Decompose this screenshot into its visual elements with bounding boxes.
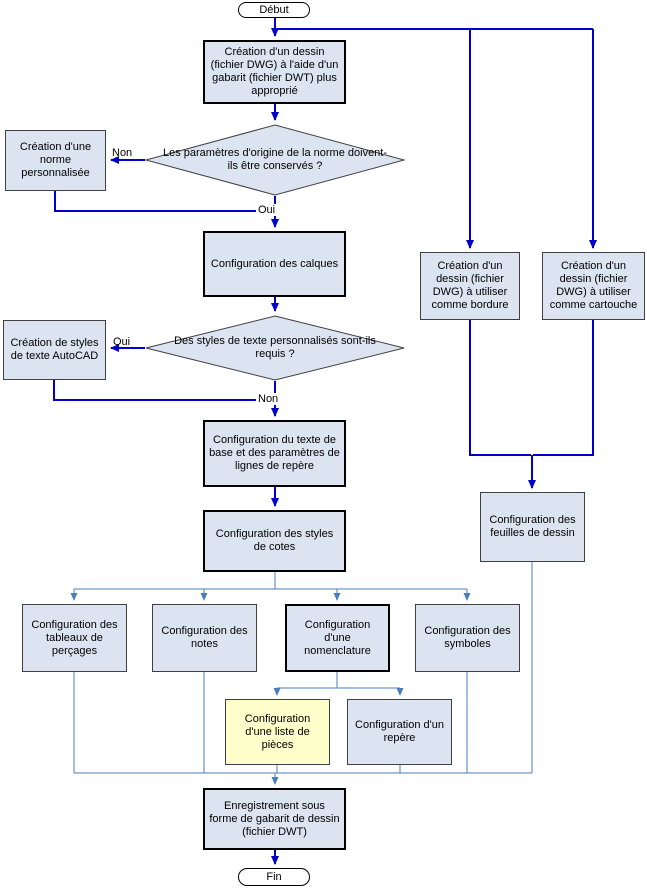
node-creation-styles-texte: Création de styles de texte AutoCAD bbox=[3, 320, 106, 380]
node-label: Configuration des notes bbox=[161, 625, 248, 650]
node-label: Configuration des calques bbox=[210, 257, 339, 270]
node-label: Fin bbox=[266, 870, 282, 883]
decision-parametres-norme: Les paramètres d'origine de la norme doi… bbox=[145, 124, 405, 196]
node-label: Configuration du texte de base et des pa… bbox=[209, 434, 340, 472]
node-label: Création d'un dessin (fichier DWG) à uti… bbox=[549, 260, 638, 311]
node-debut: Début bbox=[238, 2, 310, 18]
edge-label-oui-2: Oui bbox=[113, 336, 131, 348]
node-label: Des styles de texte personnalisés sont-i… bbox=[174, 335, 376, 360]
edge-label-oui-1: Oui bbox=[256, 204, 278, 216]
node-label: Création d'une norme personnalisée bbox=[19, 141, 92, 179]
edge-label-non-1: Non bbox=[112, 147, 133, 159]
node-label: Configuration d'une nomenclature bbox=[304, 618, 371, 657]
node-styles-cotes: Configuration des styles de cotes bbox=[203, 510, 346, 572]
node-label: Enregistrement sous forme de gabarit de … bbox=[209, 799, 340, 838]
node-dessin-cartouche: Création d'un dessin (fichier DWG) à uti… bbox=[542, 252, 645, 320]
node-fin: Fin bbox=[238, 868, 310, 886]
diamond-shape bbox=[145, 124, 405, 196]
node-liste-pieces: Configuration d'une liste de pièces bbox=[225, 699, 330, 765]
node-label: Début bbox=[259, 3, 289, 16]
node-label: Configuration d'une liste de pièces bbox=[244, 712, 311, 751]
node-enregistrement: Enregistrement sous forme de gabarit de … bbox=[203, 788, 346, 850]
node-label: Configuration des feuilles de dessin bbox=[489, 514, 576, 539]
node-label: Création de styles de texte AutoCAD bbox=[10, 337, 99, 362]
node-norme-personnalisee: Création d'une norme personnalisée bbox=[5, 130, 106, 191]
node-configuration-calques: Configuration des calques bbox=[203, 231, 346, 297]
node-label: Les paramètres d'origine de la norme doi… bbox=[162, 147, 388, 172]
main-flow-arrows bbox=[53, 18, 597, 865]
node-label: Création d'un dessin (fichier DWG) à uti… bbox=[431, 260, 509, 311]
sub-flow-arrows bbox=[70, 562, 533, 785]
node-tableaux-percages: Configuration des tableaux de perçages bbox=[22, 604, 127, 672]
node-label: Configuration des styles de cotes bbox=[215, 528, 334, 553]
node-creation-dessin: Création d'un dessin (fichier DWG) à l'a… bbox=[203, 40, 346, 104]
node-symboles: Configuration des symboles bbox=[415, 604, 520, 672]
node-notes: Configuration des notes bbox=[152, 604, 257, 672]
node-texte-base: Configuration du texte de base et des pa… bbox=[203, 420, 346, 487]
node-nomenclature: Configuration d'une nomenclature bbox=[285, 604, 390, 672]
node-label: Configuration d'un repère bbox=[355, 719, 444, 744]
decision-styles-texte: Des styles de texte personnalisés sont-i… bbox=[145, 315, 405, 381]
edge-label-non-2: Non bbox=[256, 393, 281, 405]
diamond-shape bbox=[145, 315, 405, 381]
node-repere: Configuration d'un repère bbox=[347, 699, 452, 765]
node-dessin-bordure: Création d'un dessin (fichier DWG) à uti… bbox=[420, 252, 520, 320]
node-feuilles-dessin: Configuration des feuilles de dessin bbox=[480, 492, 585, 562]
node-label: Configuration des symboles bbox=[424, 625, 511, 650]
node-label: Création d'un dessin (fichier DWG) à l'a… bbox=[210, 46, 339, 97]
node-label: Configuration des tableaux de perçages bbox=[31, 618, 118, 657]
